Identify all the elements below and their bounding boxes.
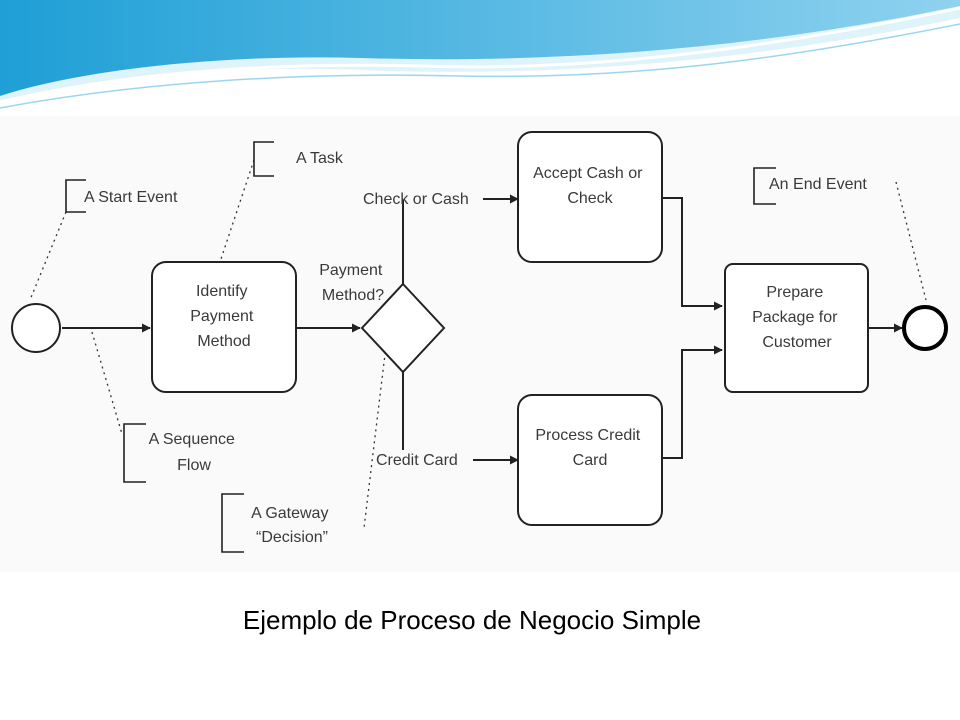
annotation-end-event: An End Event: [769, 176, 867, 193]
task-process-credit: [517, 394, 663, 526]
gateway-payment-method: [360, 282, 446, 374]
identify-payment-label: Identify Payment Method: [190, 283, 258, 350]
branch-label-credit-card: Credit Card: [376, 452, 458, 469]
process-credit-label: Process Credit Card: [535, 427, 644, 469]
annotation-sequence-flow: A Sequence Flow: [149, 431, 240, 474]
prepare-package-label: Prepare Package for Customer: [752, 284, 842, 351]
slide-caption: Ejemplo de Proceso de Negocio Simple: [243, 605, 701, 635]
branch-label-check-or-cash: Check or Cash: [363, 191, 469, 208]
header-wave: [0, 0, 960, 109]
task-accept-cash: [517, 131, 663, 263]
accept-cash-label: Accept Cash or Check: [533, 165, 647, 207]
start-event: [11, 303, 61, 353]
annotation-gateway: A Gateway “Decision”: [251, 505, 333, 546]
annotation-task: A Task: [296, 150, 344, 167]
gateway-label: Payment Method?: [319, 262, 387, 304]
annotation-start-event: A Start Event: [84, 189, 178, 206]
end-event: [902, 305, 948, 351]
sequence-flows: [62, 194, 903, 465]
annotation-brackets: [65, 141, 776, 553]
association-lines: [29, 159, 927, 529]
task-prepare-package: [724, 263, 869, 393]
task-identify-payment: [151, 261, 297, 393]
